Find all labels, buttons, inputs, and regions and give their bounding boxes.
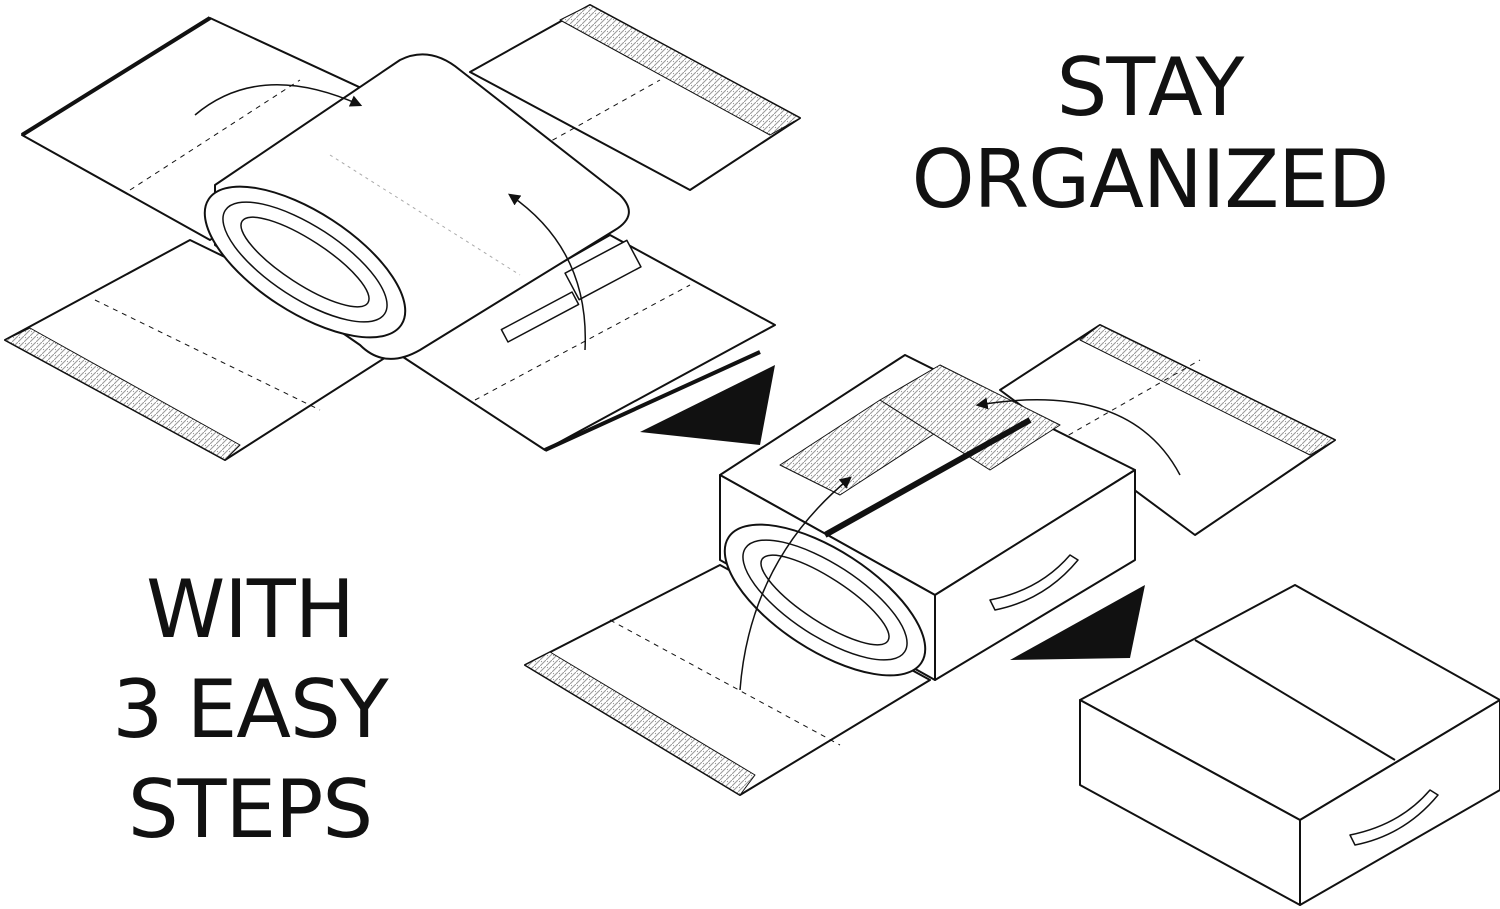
step1-right-flap xyxy=(469,4,801,191)
closed-box-handle xyxy=(1349,789,1439,846)
step-3-closed-box xyxy=(1079,584,1500,906)
step-arrow-2 xyxy=(1010,585,1145,660)
closed-box-side xyxy=(1299,699,1500,906)
headline-bottom-line1: WITH xyxy=(146,563,355,656)
headline-bottom-line2: 3 EASY xyxy=(112,663,388,756)
step-1-open-with-rolled-bedding xyxy=(4,4,801,461)
step1-arrow-right xyxy=(508,193,587,351)
step1-arrow-top xyxy=(194,84,363,116)
headline-top-line2: ORGANIZED xyxy=(911,133,1390,226)
step2-arrow-right xyxy=(975,397,1181,476)
rolled-bedding xyxy=(203,53,630,360)
headline-bottom-line3: STEPS xyxy=(127,763,373,856)
step2-left-flap xyxy=(524,564,931,796)
step2-rolled-end xyxy=(723,523,927,677)
step-2-fold-flaps xyxy=(524,324,1336,796)
step2-right-flap xyxy=(999,324,1336,536)
headline-top: STAY ORGANIZED xyxy=(860,48,1440,220)
headline-top-line1: STAY xyxy=(1056,41,1245,134)
step-arrow-1 xyxy=(640,365,775,445)
step2-arrow-left xyxy=(739,476,852,691)
headline-bottom: WITH 3 EASY STEPS xyxy=(40,570,460,850)
